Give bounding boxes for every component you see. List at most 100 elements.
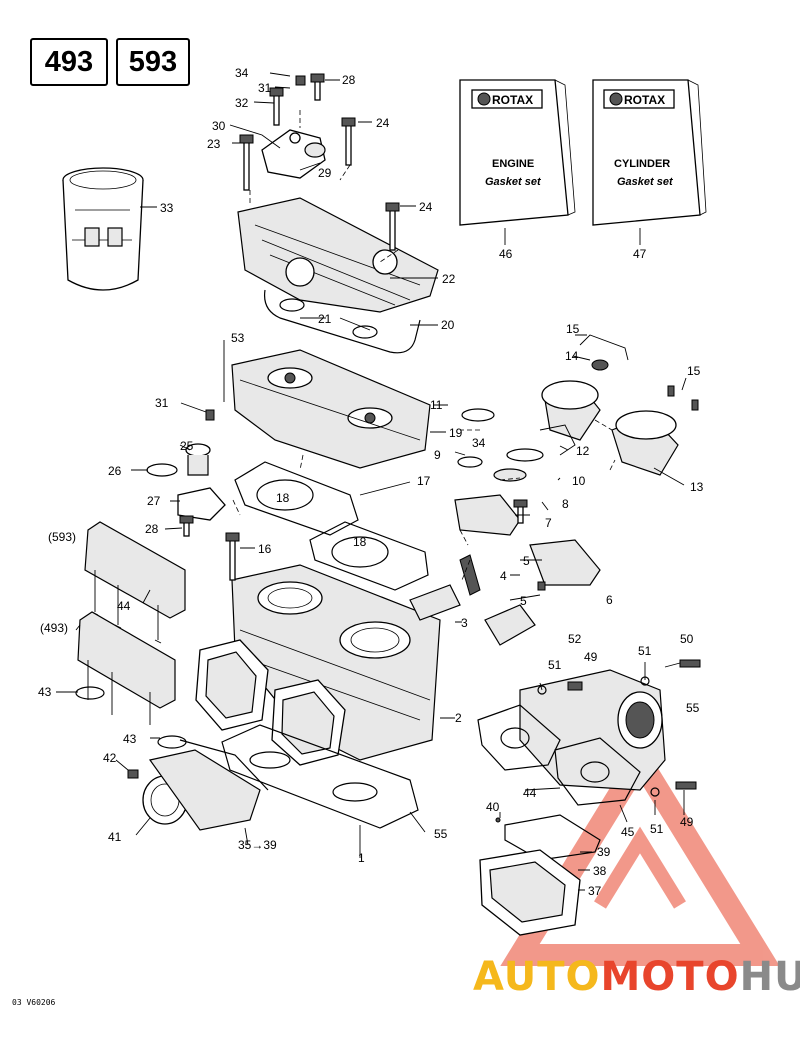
cylinder-booklet-brand: ROTAX	[624, 93, 665, 107]
callout-6: 6	[606, 593, 613, 607]
callout-13: 13	[690, 480, 704, 494]
callout-3: 3	[461, 616, 468, 630]
callout-49: 50	[680, 632, 694, 646]
callout-29: 29	[318, 166, 332, 180]
drawing-code: 03 V60206	[12, 998, 56, 1007]
callout-52: 53	[231, 331, 245, 345]
cylinder-booklet-title: CYLINDER	[614, 158, 670, 170]
callout-18: 18	[353, 535, 367, 549]
callout-38: 39	[597, 845, 611, 859]
bolts	[127, 73, 701, 823]
thermostat-housing	[261, 129, 326, 179]
callout-50: 51	[650, 822, 664, 836]
callout-51: 55	[686, 701, 700, 715]
callout-53: 52	[568, 632, 582, 646]
callout-27: 27	[147, 494, 161, 508]
callout-41: 42	[103, 751, 117, 765]
leader-lines	[56, 72, 687, 891]
engine-booklet-brand: ROTAX	[492, 93, 533, 107]
callout-34: 34	[235, 66, 249, 80]
callout-31: 31	[258, 81, 272, 95]
callout-26: 26	[108, 464, 122, 478]
callout-5: 5	[520, 594, 527, 608]
callout-10: 10	[572, 474, 586, 488]
callout-23: 23	[207, 137, 221, 151]
callout-31: 31	[155, 396, 169, 410]
callout-47: 47	[633, 247, 647, 261]
callout-18: 18	[276, 491, 290, 505]
engine-booklet-title: ENGINE	[492, 158, 534, 170]
callout-15: 15	[687, 364, 701, 378]
callout-8: 8	[562, 497, 569, 511]
variant-493-label: (493)	[40, 621, 68, 635]
callout-34: 34	[472, 436, 486, 450]
callout-48: 49	[584, 650, 598, 664]
callout-16: 16	[258, 542, 272, 556]
cylinder-sleeve	[62, 167, 144, 291]
cylinder-head	[231, 349, 431, 469]
engine-booklet-subtitle: Gasket set	[485, 176, 542, 188]
callout-39: 40	[486, 800, 500, 814]
callout-24: 24	[419, 200, 433, 214]
callout-14: 14	[565, 349, 579, 363]
reed-valve	[479, 814, 601, 936]
base-gasket	[221, 724, 419, 829]
rave-valve-assembly	[409, 334, 679, 646]
callout-44: 44	[523, 786, 537, 800]
callout-21: 21	[318, 312, 332, 326]
watermark-triangle	[500, 739, 780, 966]
model-badge-493: 493	[30, 38, 108, 86]
callout-2: 2	[455, 711, 462, 725]
callout-45: 45	[621, 825, 635, 839]
callout-36: 37	[588, 884, 602, 898]
cylinder-head-cover	[237, 197, 439, 313]
callout-7: 7	[545, 516, 552, 530]
callout-28: 28	[342, 73, 356, 87]
thermostat	[146, 443, 226, 521]
watermark-text: AUTOMOTOHUB	[473, 954, 800, 1000]
callout-15: 15	[566, 322, 580, 336]
callout-42: 43	[123, 732, 137, 746]
callout-33: 33	[160, 201, 174, 215]
callout-42: 43	[38, 685, 52, 699]
clamp-icon	[157, 735, 187, 749]
callout-4: 4	[500, 569, 507, 583]
cylinder-gasket-set-booklet	[592, 79, 707, 226]
intake-manifold-593	[84, 521, 186, 644]
callout-30: 30	[212, 119, 226, 133]
variant-593-label: (593)	[48, 530, 76, 544]
callout-28: 28	[145, 522, 159, 536]
callout-43: 44	[117, 599, 131, 613]
rubber-adaptor	[142, 739, 269, 831]
head-gasket	[234, 461, 429, 591]
callout-25: 25	[180, 439, 194, 453]
callout-12: 12	[576, 444, 590, 458]
head-cover-gasket	[263, 289, 421, 354]
exhaust-manifold	[477, 669, 666, 806]
callout-11: 11	[430, 398, 443, 412]
callout-17: 17	[417, 474, 431, 488]
callout-37: 38	[593, 864, 607, 878]
callout-24: 24	[376, 116, 390, 130]
cylinder-booklet-subtitle: Gasket set	[617, 176, 674, 188]
callout-55: 55	[434, 827, 448, 841]
engine-gasket-set-booklet	[459, 79, 576, 226]
model-badge-593: 593	[116, 38, 190, 86]
callout-48: 49	[680, 815, 694, 829]
callout-22: 22	[442, 272, 456, 286]
callout-9: 9	[434, 448, 441, 462]
intake-manifold-493	[77, 611, 176, 725]
callout-32: 32	[235, 96, 249, 110]
intake-port-frames	[195, 639, 346, 766]
clamp-icon	[75, 686, 105, 700]
callout-46: 46	[499, 247, 513, 261]
callout-5: 5	[523, 554, 530, 568]
callout-1: 1	[358, 851, 365, 865]
callout-50: 51	[638, 644, 652, 658]
callout-labels: 34 31 32 28 30 23 24 29 24 33 22 21 20 5…	[38, 66, 704, 898]
callout-40: 41	[108, 830, 122, 844]
callout-20: 20	[441, 318, 455, 332]
range-35-39-label: 35→39	[238, 838, 277, 852]
callout-50: 51	[548, 658, 562, 672]
